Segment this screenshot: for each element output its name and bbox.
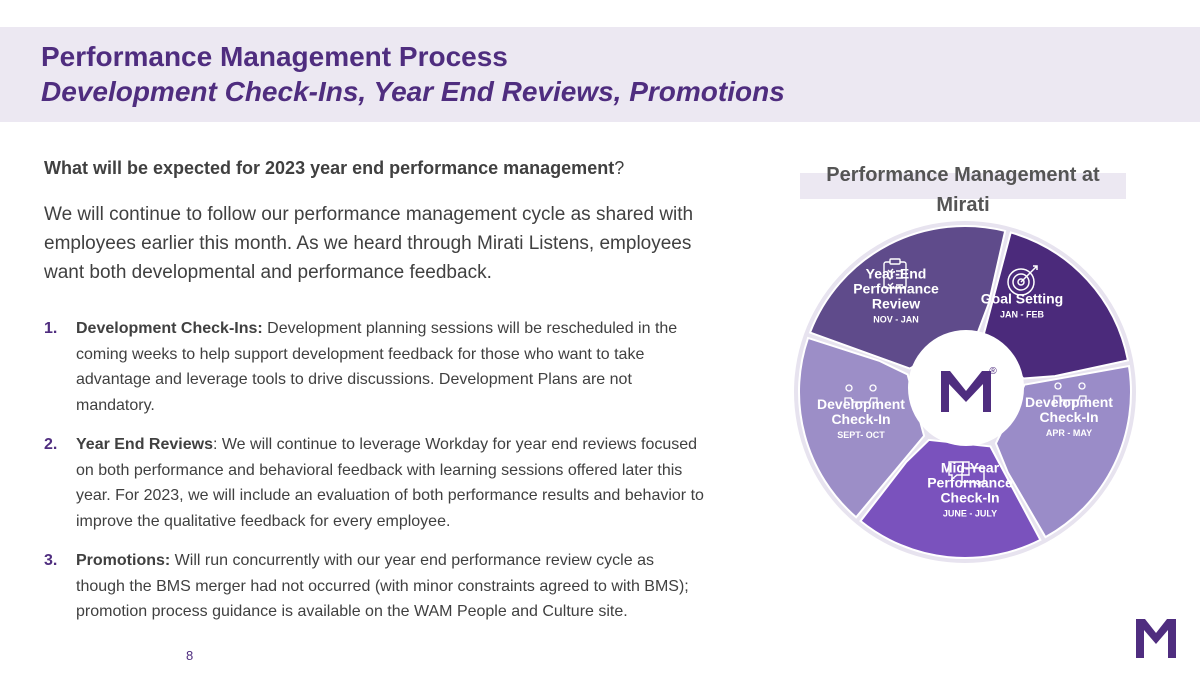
segment-label: Goal Setting <box>981 291 1063 307</box>
segment-mid-year-check-in <box>859 438 1042 559</box>
list-item: 3. Promotions: Will run concurrently wit… <box>44 548 704 625</box>
intro-paragraph: We will continue to follow our performan… <box>44 204 694 283</box>
segment-development-check-in-apr <box>994 364 1132 539</box>
list-item: 1. Development Check-Ins: Development pl… <box>44 316 704 418</box>
segment-development-check-in-sept <box>798 336 926 519</box>
segment-label: Year-End <box>866 266 927 282</box>
segment-label: Check-In <box>831 411 890 427</box>
meeting-icon <box>844 384 878 410</box>
list-number: 1. <box>44 320 58 337</box>
numbered-list: 1. Development Check-Ins: Development pl… <box>44 316 704 639</box>
segment-period: APR - MAY <box>1046 428 1092 438</box>
header-band <box>0 27 1200 122</box>
list-item-lead: Promotions: <box>76 552 171 569</box>
page-subtitle: Development Check-Ins, Year End Reviews,… <box>41 76 785 107</box>
question-mark: ? <box>614 158 625 178</box>
wheel-title: Performance Management at Mirati <box>826 164 1100 216</box>
segment-label: Development <box>817 396 905 412</box>
segment-label: Development <box>1025 394 1113 410</box>
corner-mirati-logo <box>1136 619 1176 658</box>
registered-mark: ® <box>989 366 997 377</box>
wheel-title-band <box>800 173 1126 199</box>
segment-period: JUNE - JULY <box>943 509 997 519</box>
list-item-lead: Development Check-Ins: <box>76 320 263 337</box>
segment-period: NOV - JAN <box>873 315 919 325</box>
chat-icon <box>948 461 985 488</box>
segment-period: JAN - FEB <box>1000 310 1045 320</box>
list-item-lead: Year End Reviews <box>76 436 213 453</box>
list-number: 3. <box>44 552 58 569</box>
segment-label: Review <box>872 296 920 312</box>
list-number: 2. <box>44 436 58 453</box>
center-badge <box>908 330 1024 446</box>
page-title: Performance Management Process <box>41 41 508 72</box>
checklist-icon <box>883 258 907 289</box>
wheel-segments <box>798 225 1132 559</box>
question-heading: What will be expected for 2023 year end … <box>44 158 624 179</box>
segment-label: Check-In <box>1039 409 1098 425</box>
list-item-text: Will run concurrently with our year end … <box>76 552 689 620</box>
list-item-text: : We will continue to leverage Workday f… <box>76 436 704 530</box>
list-item: 2. Year End Reviews: We will continue to… <box>44 432 704 534</box>
target-icon <box>1007 265 1038 296</box>
segment-label: Check-In <box>940 490 999 506</box>
page-number: 8 <box>186 648 194 663</box>
list-item-text: Development planning sessions will be re… <box>76 320 678 414</box>
meeting-icon <box>1053 382 1087 408</box>
question-bold-text: What will be expected for 2023 year end … <box>44 158 615 178</box>
segment-period: SEPT- OCT <box>837 430 885 440</box>
mirati-logo <box>941 371 991 412</box>
